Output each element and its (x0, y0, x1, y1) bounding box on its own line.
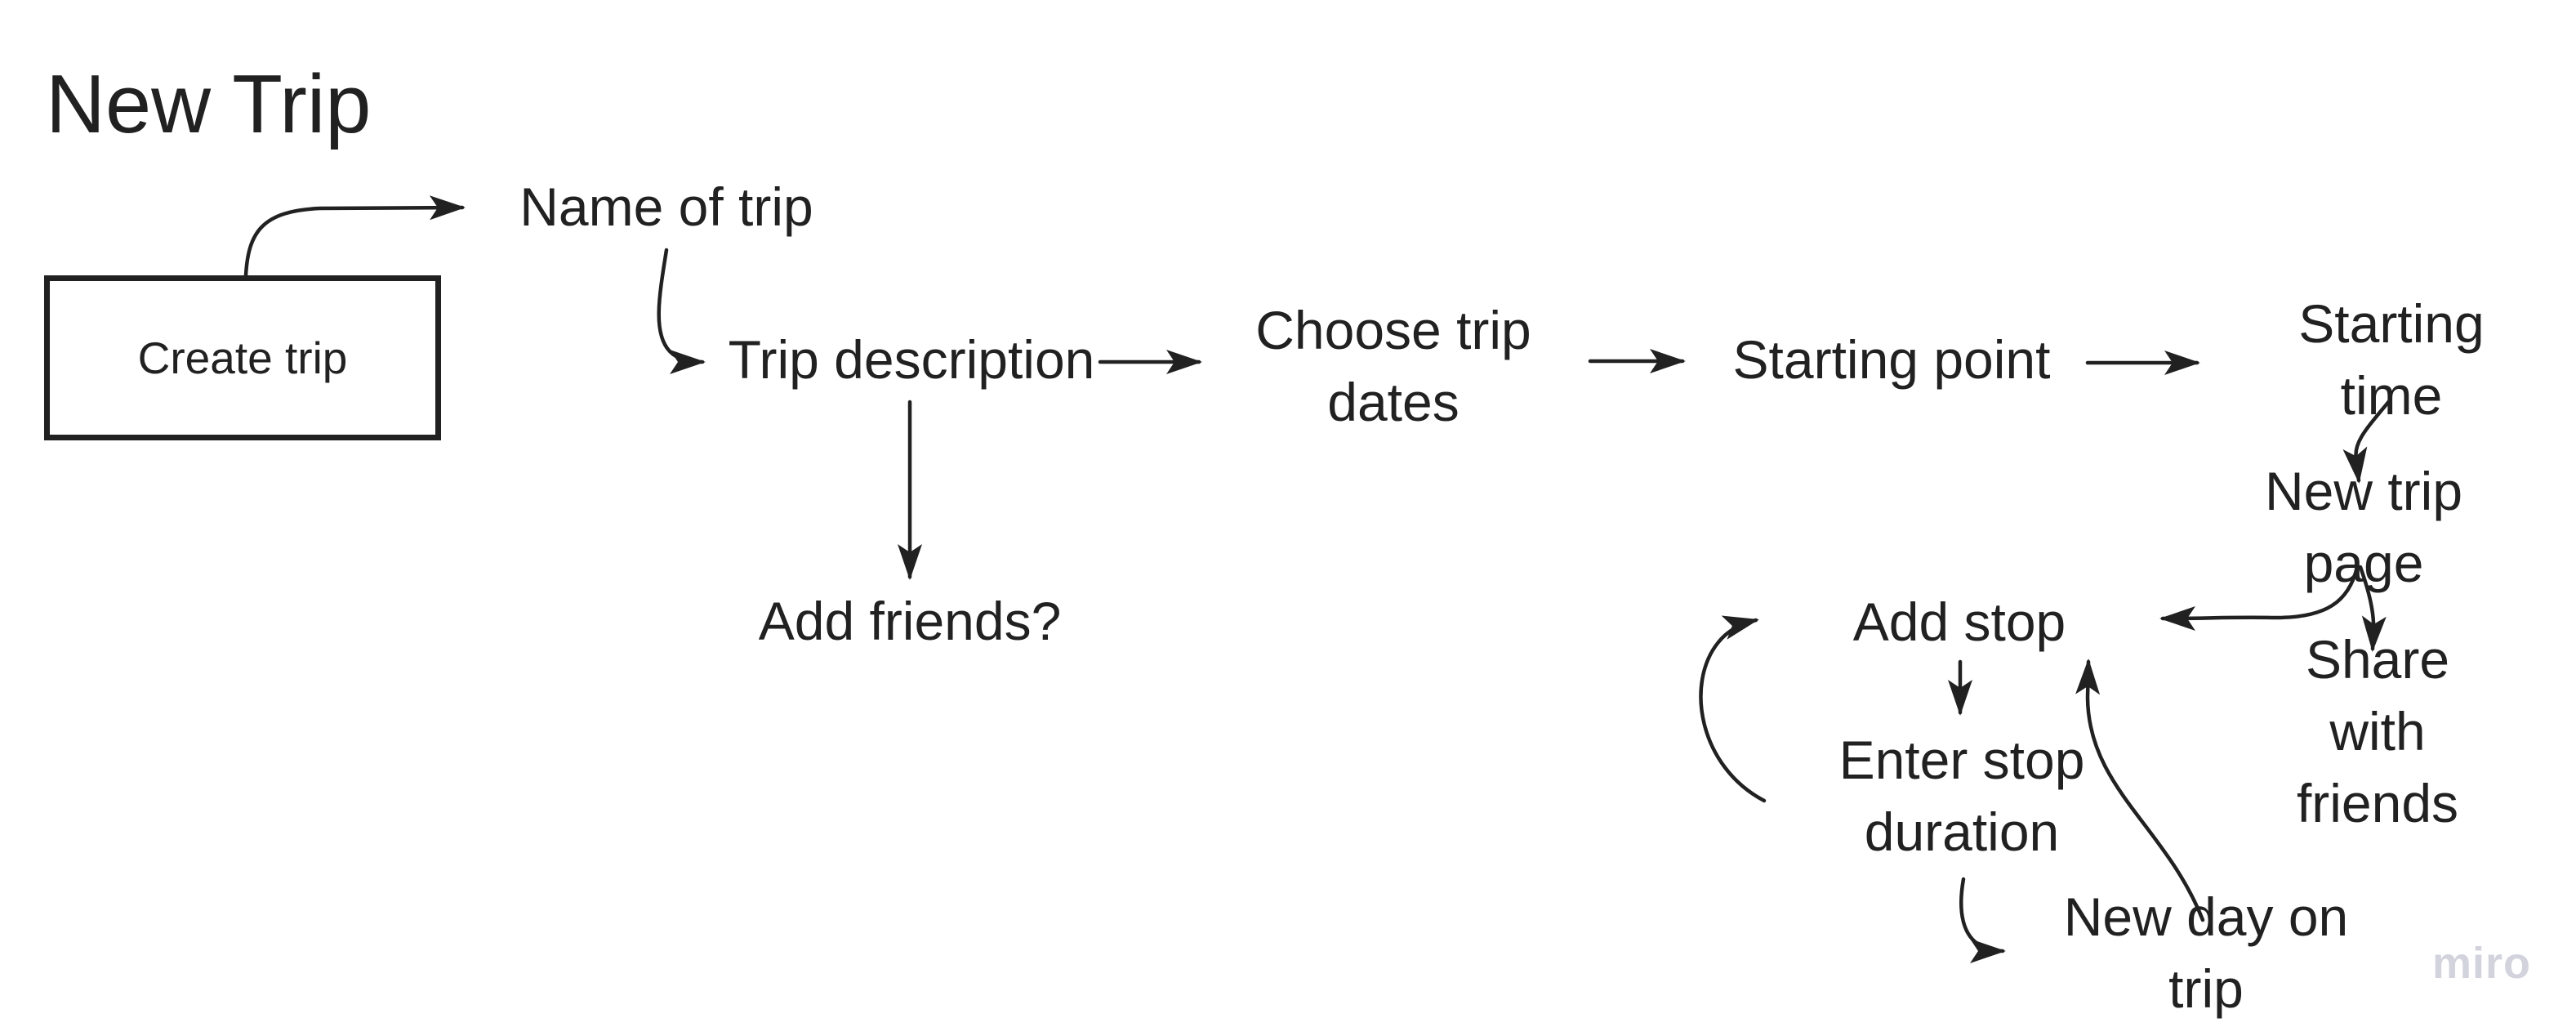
node-add-stop[interactable]: Add stop (1852, 592, 2066, 652)
node-choose-trip-dates[interactable]: Choose trip dates (1255, 300, 1531, 432)
node-create-trip[interactable]: Create trip (44, 275, 441, 440)
miro-logo: miro (2432, 939, 2532, 988)
node-new-day-on-trip[interactable]: New day on trip (2063, 886, 2349, 1019)
node-create-trip-label: Create trip (137, 333, 348, 383)
edge-new-day-on-trip-to-add-stop[interactable] (2075, 659, 2205, 922)
node-add-friends[interactable]: Add friends? (758, 591, 1062, 651)
node-trip-description[interactable]: Trip description (728, 329, 1095, 390)
edge-starting-time-to-new-trip-page[interactable] (2342, 398, 2392, 484)
node-name-of-trip[interactable]: Name of trip (519, 176, 813, 237)
edge-new-trip-page-to-share-with-friends[interactable] (2358, 565, 2387, 652)
edge-enter-stop-duration-to-new-day-on-trip[interactable] (1959, 877, 2006, 963)
node-share-with-friends[interactable]: Share with friends (2296, 629, 2459, 833)
edge-enter-stop-duration-to-add-stop-loop[interactable] (1699, 615, 1767, 803)
page-title[interactable]: New Trip (46, 59, 372, 150)
node-starting-time[interactable]: Starting time (2298, 293, 2485, 426)
node-new-trip-page[interactable]: New trip page (2264, 461, 2463, 593)
edge-create-trip-to-name-of-trip[interactable] (243, 195, 466, 278)
edge-new-trip-page-to-add-stop[interactable] (2159, 565, 2360, 631)
node-enter-stop-duration[interactable]: Enter stop duration (1838, 730, 2085, 862)
node-starting-point[interactable]: Starting point (1732, 329, 2051, 390)
edge-name-of-trip-to-trip-description[interactable] (657, 248, 706, 374)
